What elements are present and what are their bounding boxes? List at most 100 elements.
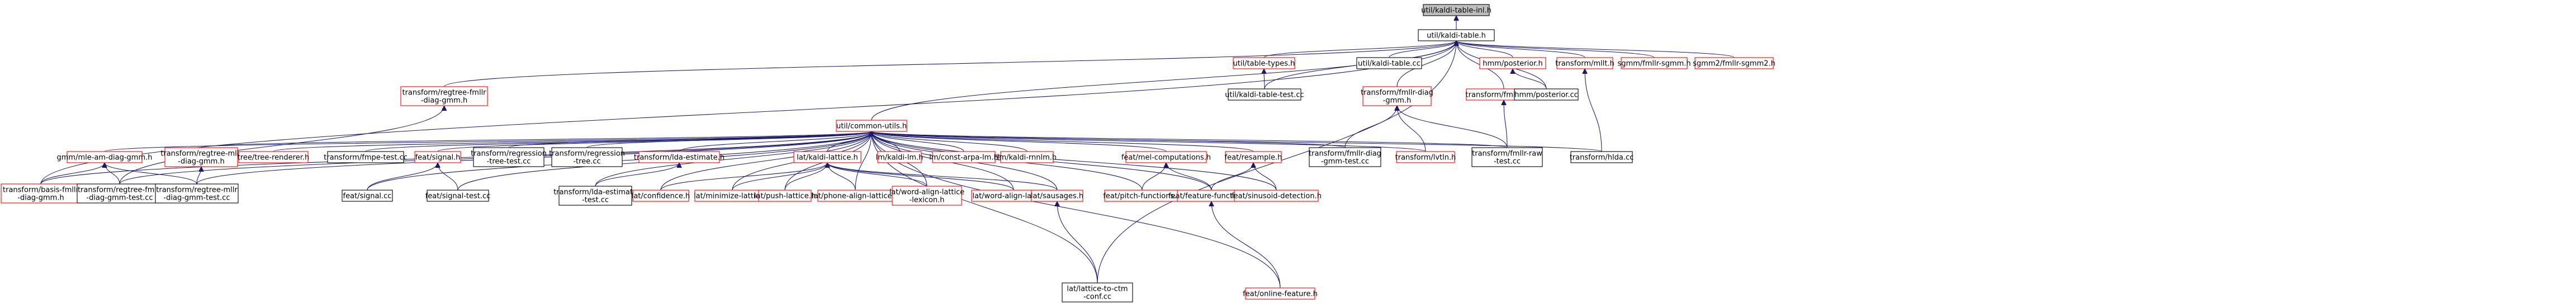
file-node-box [1309, 147, 1381, 167]
file-node-n4[interactable]: hmm/posterior.h [1479, 57, 1546, 69]
file-node-n33[interactable]: transform/regtree-fmllr-diag-gmm-test.cc [77, 183, 163, 204]
file-node-n41[interactable]: lat/phone-align-lattice.h [812, 190, 899, 202]
edge-n6-to-n1 [1456, 40, 1655, 58]
file-node-n24[interactable]: lm/const-arpa-lm.h [929, 151, 998, 163]
edge-n2-to-n1 [1263, 40, 1456, 58]
file-node-box [414, 151, 461, 163]
file-node-n31[interactable]: transform/hlda.cc [1570, 151, 1634, 163]
file-node-n5[interactable]: transform/mllt.h [1555, 57, 1614, 69]
file-node-box [558, 186, 632, 206]
file-node-label: -gmm.h [1383, 97, 1412, 105]
file-node-n18[interactable]: feat/signal.h [414, 151, 461, 163]
file-node-label: util/kaldi-table.cc [1358, 60, 1420, 68]
file-node-n30[interactable]: transform/fmllr-raw-test.cc [1471, 147, 1543, 167]
file-node-label: hmm/posterior.cc [1514, 91, 1578, 100]
file-node-box [1000, 151, 1054, 163]
edge-n10-to-n1 [1396, 41, 1456, 87]
file-node-label: transform/lvtln.h [1395, 154, 1456, 162]
file-node-n17[interactable]: transform/fmpe-test.cc [324, 151, 408, 163]
file-node-label: -diag-gmm.h [421, 97, 467, 105]
edge-n37-to-n21 [595, 162, 679, 187]
file-node-n16[interactable]: tree/tree-renderer.h [238, 151, 310, 163]
file-node-n10[interactable]: transform/fmllr-diag-gmm.h [1361, 86, 1433, 106]
file-node-label: lat/lattice-to-ctm [1067, 285, 1128, 294]
file-node-box [400, 86, 488, 106]
file-node-n23[interactable]: lm/kaldi-lm.h [876, 151, 924, 163]
file-node-n2[interactable]: util/table-types.h [1233, 57, 1295, 69]
file-node-label: lat/push-lattice.h [754, 192, 816, 201]
file-node-box [1125, 151, 1207, 163]
file-node-n25[interactable]: lm/kaldi-rnnlm.h [997, 151, 1057, 163]
edge-n28-to-n10 [1344, 106, 1397, 148]
file-node-label: lat/confidence.h [632, 192, 690, 201]
file-node-n8[interactable]: transform/regtree-fmllr-diag-gmm.h [400, 86, 488, 106]
file-node-label: transform/mllt.h [1555, 60, 1614, 68]
file-node-n28[interactable]: transform/fmllr-diag-gmm-test.cc [1309, 147, 1381, 167]
file-node-n45[interactable]: feat/pitch-functions.h [1103, 190, 1181, 202]
file-node-label: transform/fmllr-diag [1361, 89, 1433, 97]
file-node-n15[interactable]: transform/regtree-mllr-diag-gmm.h [160, 147, 242, 167]
file-node-n3[interactable]: util/kaldi-table.cc [1356, 57, 1422, 69]
file-node-label: util/table-types.h [1233, 60, 1295, 68]
file-node-box [892, 186, 962, 206]
file-node-box [1362, 86, 1432, 106]
edge-n12-to-n4 [1513, 68, 1547, 89]
edge-n5-to-n1 [1456, 40, 1585, 58]
edge-n46-to-n27 [1211, 162, 1253, 191]
edge-n36-to-n18 [438, 163, 458, 191]
file-node-n22[interactable]: lat/kaldi-lattice.h [793, 151, 861, 163]
file-node-n6[interactable]: sgmm/fmllr-sgmm.h [1617, 57, 1691, 69]
file-node-n27[interactable]: feat/resample.h [1225, 151, 1282, 163]
file-node-box [1423, 4, 1490, 16]
file-node-box [1031, 190, 1083, 202]
file-node-label: transform/hlda.cc [1570, 154, 1634, 162]
file-node-n9[interactable]: util/kaldi-table-test.cc [1225, 88, 1304, 101]
file-node-n36[interactable]: feat/signal-test.cc [425, 190, 491, 202]
file-node-label: hmm/posterior.h [1483, 60, 1542, 68]
file-node-n48[interactable]: lat/lattice-to-ctm-conf.cc [1062, 282, 1133, 303]
edge-n30-to-n13 [872, 131, 1508, 148]
file-node-n34[interactable]: transform/regtree-mllr-diag-gmm-test.cc [155, 183, 239, 204]
file-node-n21[interactable]: transform/lda-estimate.h [634, 151, 724, 163]
file-node-box [1225, 151, 1282, 163]
edge-n44-to-n22 [827, 162, 1058, 191]
file-node-n46[interactable]: feat/feature-functions.h [1168, 190, 1254, 202]
edge-n37-to-n13 [595, 131, 872, 187]
file-node-n49[interactable]: feat/online-feature.h [1243, 287, 1318, 300]
file-node-n35[interactable]: feat/signal.cc [342, 190, 393, 202]
file-node-box [836, 120, 907, 132]
file-node-n14[interactable]: gmm/mle-am-diag-gmm.h [57, 151, 153, 163]
file-node-n42[interactable]: lat/word-align-lattice-lexicon.h [889, 186, 965, 206]
file-node-label: feat/online-feature.h [1243, 290, 1318, 299]
file-node-label: util/common-utils.h [836, 122, 907, 131]
file-node-label: lat/minimize-lattice.h [694, 192, 771, 201]
file-node-n20[interactable]: transform/regression-tree.cc [549, 147, 625, 167]
file-node-n13[interactable]: util/common-utils.h [836, 120, 907, 132]
file-node-label: transform/regtree-mllr [160, 150, 242, 158]
file-node-n26[interactable]: feat/mel-computations.h [1121, 151, 1211, 163]
file-node-label: -conf.cc [1083, 293, 1111, 301]
edge-n41-to-n13 [855, 131, 872, 191]
file-node-box [877, 151, 922, 163]
file-node-box [77, 183, 163, 204]
file-node-box [155, 183, 239, 204]
file-node-label: feat/resample.h [1225, 154, 1282, 162]
file-node-n19[interactable]: transform/regression-tree-test.cc [471, 147, 547, 167]
file-node-n37[interactable]: transform/lda-estimate-test.cc [553, 186, 637, 206]
file-node-n12[interactable]: hmm/posterior.cc [1514, 88, 1579, 101]
file-node-label: lat/kaldi-lattice.h [797, 154, 858, 162]
file-node-n47[interactable]: feat/sinusoid-detection.h [1231, 190, 1322, 202]
file-node-n1[interactable]: util/kaldi-table.h [1418, 29, 1495, 41]
file-node-n7[interactable]: sgmm2/fmllr-sgmm2.h [1693, 57, 1775, 69]
file-node-n39[interactable]: lat/minimize-lattice.h [694, 190, 771, 202]
file-node-n32[interactable]: transform/basis-fmllr-diag-gmm.h [1, 183, 81, 204]
edge-n31-to-n5 [1585, 69, 1602, 152]
file-node-label: -tree.cc [573, 158, 600, 166]
file-node-label: -diag-gmm-test.cc [86, 194, 153, 202]
file-node-n29[interactable]: transform/lvtln.h [1395, 151, 1456, 163]
edge-n31-to-n13 [872, 131, 1602, 152]
file-node-n38[interactable]: lat/confidence.h [632, 190, 690, 202]
file-node-n40[interactable]: lat/push-lattice.h [754, 190, 816, 202]
edge-n19-to-n13 [508, 131, 872, 148]
file-node-n44[interactable]: lat/sausages.h [1031, 190, 1083, 202]
